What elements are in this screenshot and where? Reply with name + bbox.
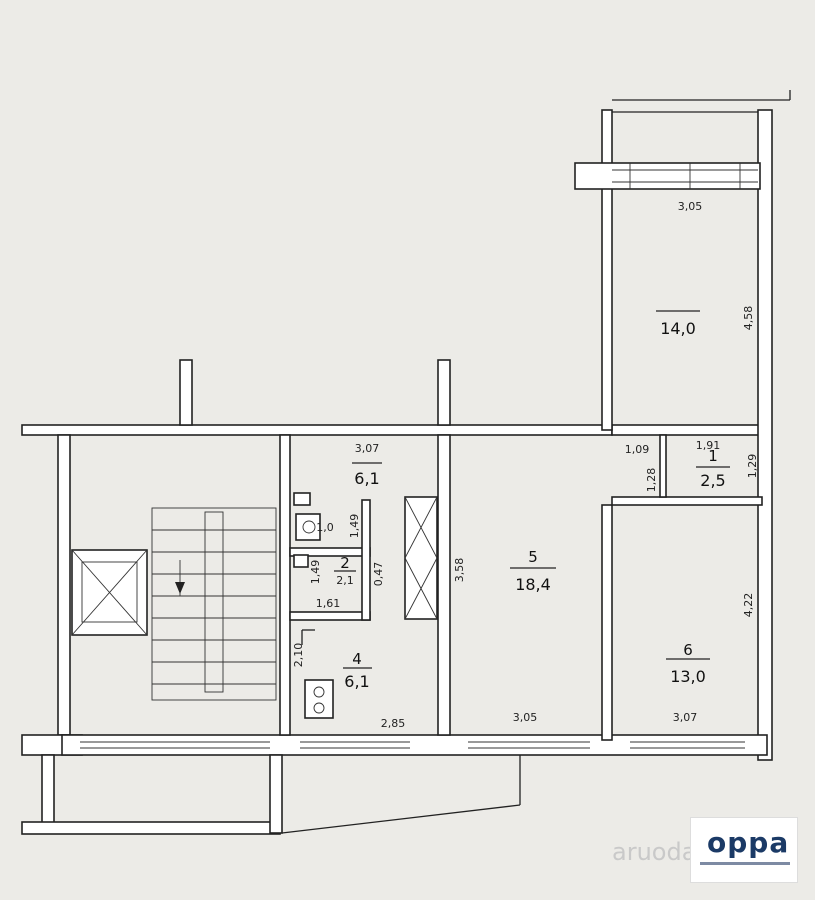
dim-r6-side: 4,22	[742, 593, 755, 618]
dim-r5-bottom: 3,05	[513, 711, 538, 724]
room-balcony-area: 14,0	[660, 319, 696, 338]
staircase	[71, 507, 277, 701]
dim-r5-side: 3,58	[453, 558, 466, 583]
room-5-number: 5	[528, 548, 538, 566]
corridor-area: 6,1	[354, 469, 379, 488]
logo: oppa	[690, 817, 798, 883]
dim-balcony-top: 3,05	[678, 200, 703, 213]
fixtures	[293, 492, 334, 719]
dim-gap: 1,09	[625, 443, 650, 456]
room-5-area: 18,4	[515, 575, 551, 594]
walls	[21, 90, 791, 835]
room-6-number: 6	[683, 641, 693, 659]
room-2-number: 2	[340, 554, 350, 572]
dim-r3-top: 3,07	[355, 442, 380, 455]
room-2-area: 2,1	[336, 574, 354, 587]
dim-balcony-side: 4,58	[742, 306, 755, 331]
logo-subline	[700, 862, 790, 865]
dim-r6-bottom: 3,07	[673, 711, 698, 724]
room-4-number: 4	[352, 650, 362, 668]
room-1-number: 1	[708, 447, 718, 465]
dim-bath-right: 0,47	[372, 562, 385, 587]
dim-bath-left: 1,49	[309, 560, 322, 585]
dim-r1-side: 1,29	[746, 454, 759, 479]
room-6-area: 13,0	[670, 667, 706, 686]
dim-r4-side: 2,10	[292, 643, 305, 668]
storage-area: 1,61	[316, 597, 341, 610]
dim-r1-left: 1,28	[645, 468, 658, 493]
room-1-area: 2,5	[700, 471, 725, 490]
dim-r1-top: 1,91	[696, 439, 721, 452]
dim-r4-bottom: 2,85	[381, 717, 406, 730]
room-4-area: 6,1	[344, 672, 369, 691]
toilet-area: 1,0	[316, 521, 334, 534]
dim-toilet-side: 1,49	[348, 514, 361, 539]
logo-text: oppa	[707, 826, 790, 859]
